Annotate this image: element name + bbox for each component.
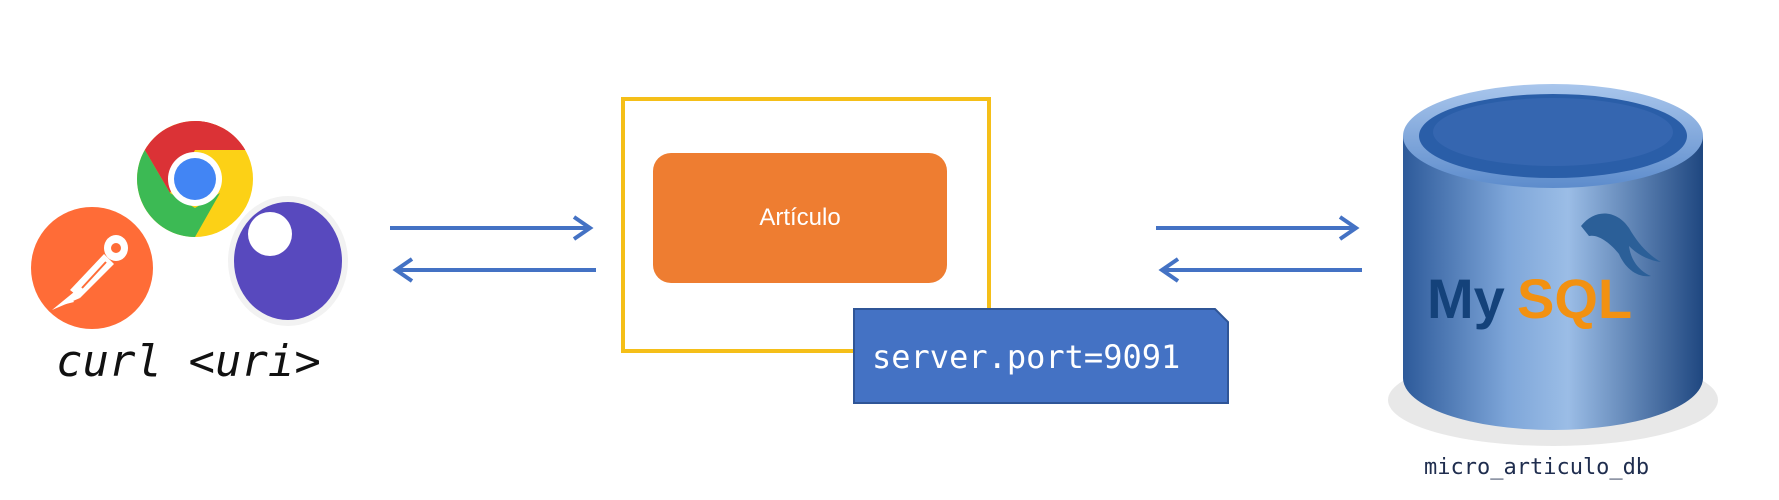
- service-name: Artículo: [759, 204, 841, 231]
- postman-icon: [31, 207, 153, 329]
- chrome-icon: [137, 121, 253, 237]
- mysql-database-icon: My SQL: [1388, 84, 1718, 446]
- curl-command-label: curl <uri>: [56, 336, 321, 387]
- articulo-service-box: Artículo: [653, 153, 947, 283]
- insomnia-icon: [228, 196, 348, 326]
- dolphin-icon: [1581, 213, 1661, 277]
- query-arrow-right: [1156, 215, 1360, 241]
- client-tools-group: [30, 120, 370, 400]
- result-arrow-left: [1158, 257, 1362, 283]
- service-container-frame: [621, 97, 991, 353]
- mysql-logo-my: My: [1427, 267, 1505, 330]
- response-arrow-left: [392, 257, 596, 283]
- database-name-label: micro_articulo_db: [1424, 455, 1650, 480]
- request-arrow-right: [390, 215, 594, 241]
- server-port-label: server.port=9091: [872, 338, 1181, 376]
- port-tag-shape: [853, 308, 1229, 404]
- mysql-logo-sql: SQL: [1517, 267, 1632, 330]
